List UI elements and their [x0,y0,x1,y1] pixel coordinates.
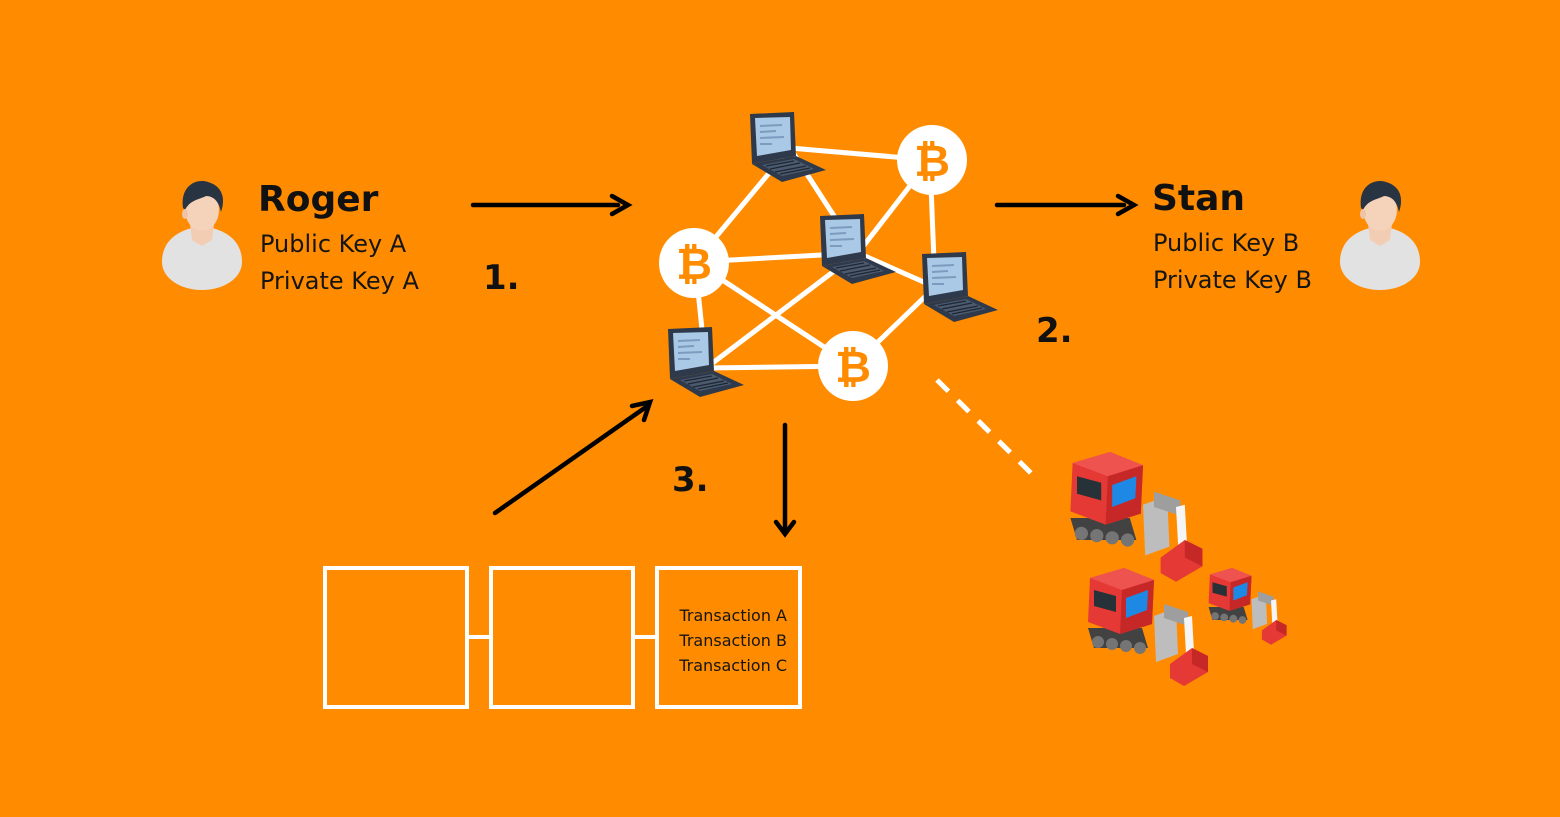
sender-name: Roger [258,179,379,220]
mining-rig-icon [1088,568,1208,686]
sender-public-key: Public Key A [260,230,407,258]
roger-avatar-icon [162,181,242,290]
arrow-roger-to-network [470,193,633,217]
arrow-blockchain-to-network [492,398,654,516]
block-2 [489,566,635,709]
laptop-icon [921,251,999,323]
blockchain: Transaction A Transaction B Transaction … [323,566,802,709]
bitcoin-symbol: ₿ [835,342,871,393]
miners-group [1070,452,1287,686]
stan-avatar-icon [1340,181,1420,290]
mining-rig-icon [1070,452,1203,582]
dashed-connector [935,378,1038,480]
arrow-network-to-blockchain [773,422,797,538]
bitcoin-icon: ₿ [818,331,888,401]
network-edges [692,145,938,371]
block-3 [655,566,802,709]
laptop-icon [667,326,745,398]
transaction-b: Transaction B [678,631,787,650]
arrow-network-to-stan [994,193,1139,217]
transaction-a: Transaction A [678,606,787,625]
receiver-public-key: Public Key B [1153,229,1299,257]
receiver-name: Stan [1152,178,1245,219]
bitcoin-icon: ₿ [659,228,729,298]
mining-rig-icon [1208,568,1287,645]
bitcoin-symbol: ₿ [914,136,950,187]
step-3-label: 3. [672,460,709,500]
sender: Roger Public Key A Private Key A [162,179,419,295]
transaction-c: Transaction C [678,656,787,675]
receiver-private-key: Private Key B [1153,266,1312,294]
sender-private-key: Private Key A [260,267,419,295]
receiver: Stan Public Key B Private Key B [1152,178,1420,294]
network-nodes: ₿ ₿ ₿ [659,111,999,401]
step-1-label: 1. [483,258,520,298]
laptop-icon [749,111,827,183]
block-1 [323,566,469,709]
bitcoin-icon: ₿ [897,125,967,195]
bitcoin-symbol: ₿ [676,239,712,290]
step-2-label: 2. [1036,311,1073,351]
